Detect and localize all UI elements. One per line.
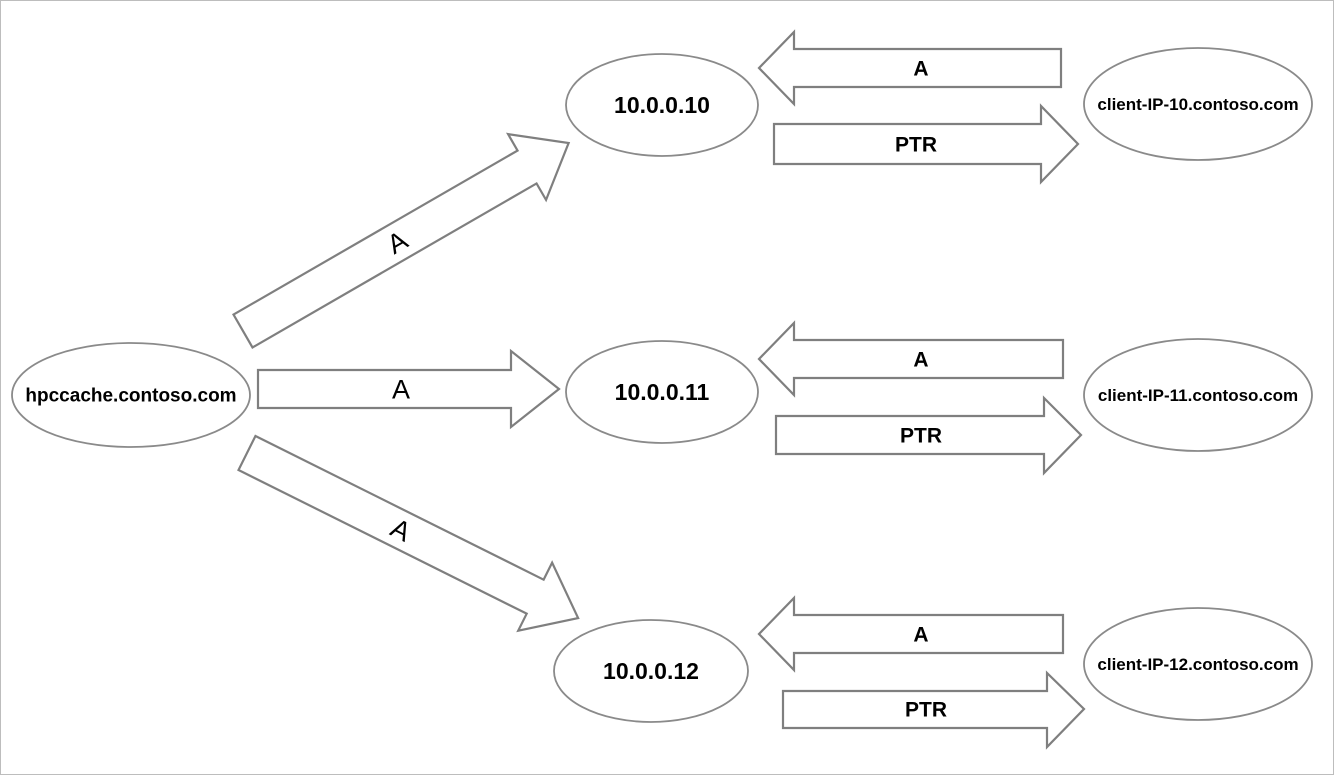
node-hpccache: hpccache.contoso.com bbox=[11, 342, 251, 448]
arrow-a-hpccache-to-ip10: A bbox=[231, 132, 571, 349]
node-client-ip-10: client-IP-10.contoso.com bbox=[1083, 47, 1313, 161]
arrow-a-client12-to-ip12: A bbox=[757, 595, 1065, 673]
arrow-a-hpccache-to-ip12: A bbox=[237, 434, 580, 633]
a-record-label: A bbox=[913, 348, 928, 371]
node-hpccache-ellipse bbox=[11, 342, 251, 448]
node-ip12-label: 10.0.0.12 bbox=[603, 658, 699, 684]
node-client10-label: client-IP-10.contoso.com bbox=[1097, 95, 1298, 114]
a-record-label: A bbox=[392, 374, 410, 404]
node-client11-label: client-IP-11.contoso.com bbox=[1098, 386, 1298, 405]
arrow-a-client10-to-ip10: A bbox=[757, 29, 1063, 107]
block-arrow-left-icon bbox=[757, 320, 1065, 398]
node-ip-10-0-0-11: 10.0.0.11 bbox=[565, 340, 759, 444]
node-ip-10-0-0-12: 10.0.0.12 bbox=[553, 619, 749, 723]
a-record-label: A bbox=[913, 57, 928, 80]
arrow-a-client11-to-ip11: A bbox=[757, 320, 1065, 398]
ptr-record-label: PTR bbox=[905, 698, 947, 721]
block-arrow-right-icon bbox=[772, 103, 1080, 185]
node-ip11-ellipse bbox=[565, 340, 759, 444]
node-client-ip-11: client-IP-11.contoso.com bbox=[1083, 338, 1313, 452]
a-record-label: A bbox=[913, 623, 928, 646]
node-ip11-label: 10.0.0.11 bbox=[615, 379, 710, 405]
node-client10-ellipse bbox=[1083, 47, 1313, 161]
arrow-ptr-ip11-to-client11: PTR bbox=[774, 395, 1083, 476]
node-ip10-ellipse bbox=[565, 53, 759, 157]
ptr-record-label: PTR bbox=[895, 133, 937, 156]
block-arrow-left-icon bbox=[757, 595, 1065, 673]
block-arrow-right-icon bbox=[256, 348, 561, 430]
arrow-ptr-ip12-to-client12: PTR bbox=[781, 670, 1086, 750]
node-ip12-ellipse bbox=[553, 619, 749, 723]
node-client12-ellipse bbox=[1083, 607, 1313, 721]
node-client12-label: client-IP-12.contoso.com bbox=[1097, 655, 1298, 674]
node-client11-ellipse bbox=[1083, 338, 1313, 452]
arrow-a-hpccache-to-ip11: A bbox=[256, 348, 561, 430]
block-arrow-right-icon bbox=[781, 670, 1086, 750]
ptr-record-label: PTR bbox=[900, 424, 942, 447]
block-arrow-up-icon bbox=[231, 132, 571, 349]
node-client-ip-12: client-IP-12.contoso.com bbox=[1083, 607, 1313, 721]
block-arrow-left-icon bbox=[757, 29, 1063, 107]
node-ip10-label: 10.0.0.10 bbox=[614, 92, 710, 118]
block-arrow-down-icon bbox=[237, 434, 580, 633]
node-ip-10-0-0-10: 10.0.0.10 bbox=[565, 53, 759, 157]
node-hpccache-label: hpccache.contoso.com bbox=[25, 386, 236, 407]
block-arrow-right-icon bbox=[774, 395, 1083, 476]
arrow-ptr-ip10-to-client10: PTR bbox=[772, 103, 1080, 185]
